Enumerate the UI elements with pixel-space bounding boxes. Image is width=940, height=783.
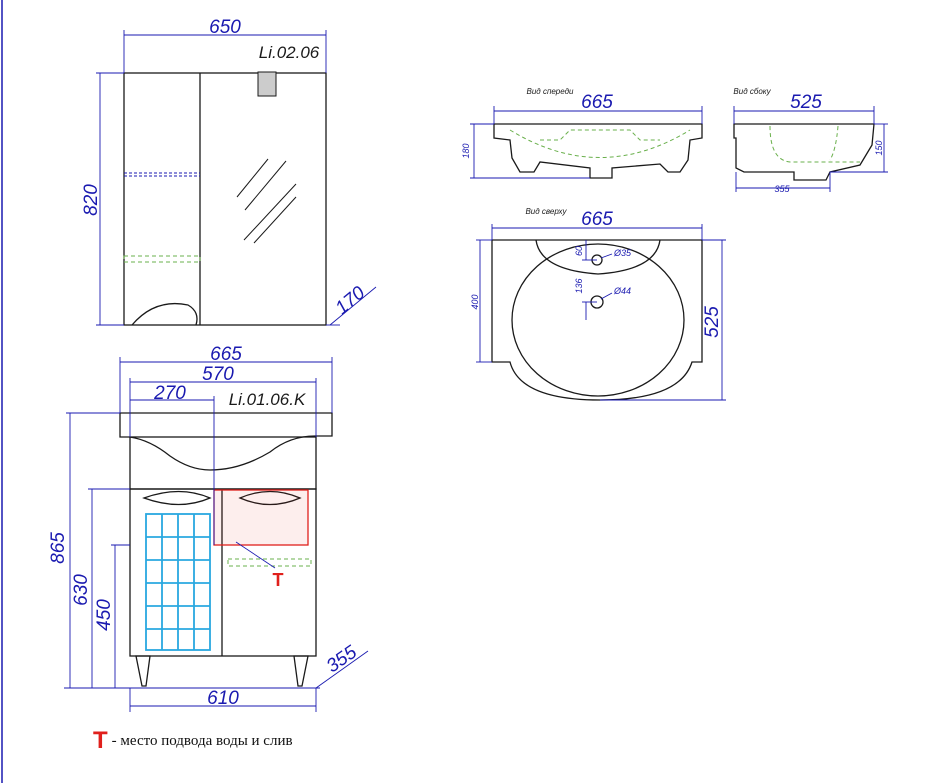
vanity-bottom-width-label: 610 [207, 688, 239, 709]
mirror-model-label: Li.02.06 [259, 43, 320, 62]
sink-front-height-label: 180 [461, 143, 471, 158]
sink-top-width-label: 665 [581, 209, 613, 230]
sink-side-view [733, 106, 888, 192]
sink-top-view [476, 224, 726, 401]
sink-side-depth-label: 525 [790, 92, 822, 113]
hole-offset-60-label: 60 [574, 246, 584, 256]
sink-top-inner-label: 400 [470, 294, 480, 309]
sink-top-depth-label: 525 [702, 306, 723, 338]
sink-side-bottom-label: 355 [774, 184, 790, 194]
vanity-cabinet-height-label: 630 [71, 574, 92, 606]
water-supply-marker: T [273, 570, 284, 590]
vanity-inner-width-label: 570 [202, 364, 234, 385]
legend-text: - место подвода воды и слив [111, 732, 293, 749]
vanity-door-height-label: 450 [94, 599, 115, 631]
vanity-height-label: 865 [48, 532, 69, 564]
side-view-caption: Вид сбоку [733, 87, 771, 96]
mirror-width-label: 650 [209, 17, 241, 38]
vanity-drawing: T [64, 357, 369, 712]
mirror-depth-label: 170 [332, 282, 370, 319]
vanity-section-width-label: 270 [153, 383, 186, 404]
sink-front-view [470, 106, 703, 179]
mirror-cabinet-drawing [96, 30, 377, 326]
legend-symbol: T [93, 727, 108, 754]
hole-d35-label: Ø35 [613, 248, 632, 258]
top-view-caption: Вид сверху [525, 207, 567, 216]
sink-side-height-label: 150 [874, 140, 884, 155]
sink-front-width-label: 665 [581, 92, 613, 113]
legend: T - место подвода воды и слив [93, 727, 293, 755]
vanity-depth-label: 355 [323, 642, 361, 678]
hole-offset-136-label: 136 [574, 278, 584, 293]
mirror-height-label: 820 [81, 184, 102, 216]
front-view-caption: Вид спереди [527, 87, 575, 96]
vanity-model-label: Li.01.06.K [229, 390, 306, 409]
hole-d44-label: Ø44 [613, 286, 631, 296]
vanity-top-width-label: 665 [210, 344, 242, 365]
